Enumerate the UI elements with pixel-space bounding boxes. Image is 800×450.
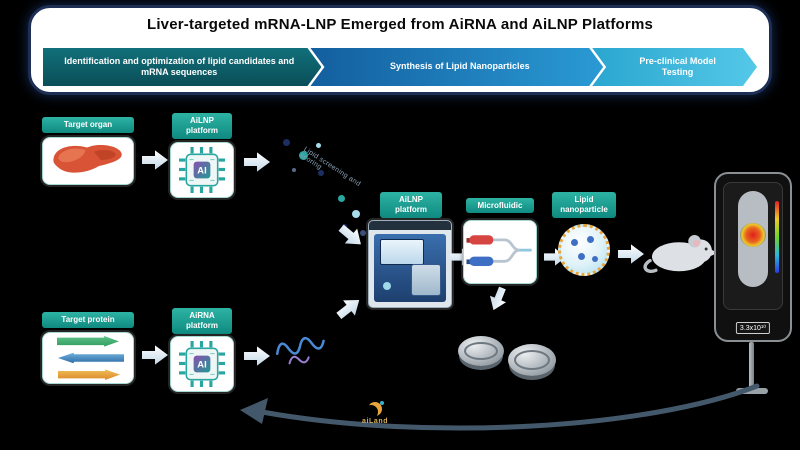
machine-button [383, 282, 391, 290]
microfluidic-label: Microfluidic [466, 198, 534, 213]
cartridge-ring [464, 342, 498, 360]
flow-arrow [142, 150, 168, 170]
airna-platform-label: AiRNA platform [172, 308, 232, 334]
lipid-nanoparticle-icon [558, 224, 610, 276]
machine-screen [380, 239, 424, 265]
target-protein-label: Target protein [42, 312, 134, 328]
ailnp-instrument-label: AiLNP platform [380, 192, 442, 218]
lnp-core-dot [571, 239, 578, 246]
lnp-core-dot [587, 236, 594, 243]
flow-arrow [244, 346, 270, 366]
device-stand-pole [749, 342, 754, 388]
mrna-icon [275, 336, 325, 365]
microfluidic-box [463, 220, 537, 284]
protein-ribbon-icon [58, 352, 124, 364]
lnp-core-dot [578, 253, 585, 260]
stage-label: Synthesis of Lipid Nanoparticles [390, 61, 530, 72]
lipid-particle-dot [318, 170, 324, 176]
machine-top-panel [369, 221, 451, 230]
ai-chip-icon: AI [179, 147, 225, 193]
cartridge-disc [458, 336, 504, 366]
flow-arrow [244, 152, 270, 172]
logo-text: aiLand [362, 418, 389, 425]
radiance-value: 3.3x10¹⁰ [735, 322, 771, 334]
ai-chip-text: AI [197, 359, 206, 370]
ai-chip-text: AI [197, 165, 206, 176]
machine-front-panel [374, 234, 446, 302]
target-organ-label: Target organ [42, 117, 134, 133]
protein-ribbon-icon [58, 369, 120, 381]
radiance-scalebar [775, 201, 779, 273]
brand-logo: aiLand [362, 401, 389, 425]
mouse-icon [643, 234, 719, 273]
liver-image-box [42, 137, 134, 185]
lipid-particle-dot [338, 195, 345, 202]
flow-arrow-down [485, 285, 511, 314]
stage-label: Identification and optimization of lipid… [64, 55, 295, 77]
lipid-particle-dot [299, 151, 308, 160]
stage-label: Pre-clinical Model Testing [639, 55, 716, 77]
ivis-imaging-device: 3.3x10¹⁰ [714, 172, 792, 342]
stage-chevrons: Identification and optimization of lipid… [43, 48, 757, 86]
lipid-particle-dot [292, 168, 296, 172]
protein-image-box [42, 332, 134, 384]
imaging-screen [723, 182, 783, 310]
crescent-logo-icon [368, 401, 385, 416]
lipid-particle-dot [283, 139, 290, 146]
ai-chip-icon: AI [179, 341, 225, 387]
flow-arrow-diagonal-down [335, 220, 368, 252]
protein-ribbon-icon [57, 336, 119, 347]
liver-signal-heatmap [740, 223, 766, 247]
machine-door [411, 264, 441, 296]
ailnp-chip-box: AI [170, 142, 234, 198]
flow-arrow [142, 345, 168, 365]
cartridge-ring [514, 350, 550, 370]
page-title: Liver-targeted mRNA-LNP Emerged from AiR… [146, 16, 654, 33]
ailnp-platform-label-top: AiLNP platform [172, 113, 232, 139]
microfluidic-schematic-icon [466, 235, 532, 266]
lipid-particle-dot [316, 143, 321, 148]
cartridge-disc [508, 344, 556, 376]
stage-preclinical: Pre-clinical Model Testing [592, 48, 757, 86]
lipid-particle-dot [352, 210, 360, 218]
liver-icon [53, 144, 122, 173]
lipid-particle-dot [360, 230, 366, 236]
title-banner: Liver-targeted mRNA-LNP Emerged from AiR… [28, 5, 772, 95]
airna-chip-box: AI [170, 336, 234, 392]
ailnp-instrument-image [368, 220, 452, 308]
stage-identification: Identification and optimization of lipid… [43, 48, 321, 86]
stage-synthesis: Synthesis of Lipid Nanoparticles [310, 48, 603, 86]
lnp-core-dot [592, 256, 598, 262]
flow-arrow [618, 244, 644, 264]
logo-dot [380, 401, 385, 405]
device-stand-base [736, 388, 768, 394]
lipid-nanoparticle-label: Lipid nanoparticle [552, 192, 616, 218]
flow-arrow-diagonal-up [333, 292, 366, 324]
